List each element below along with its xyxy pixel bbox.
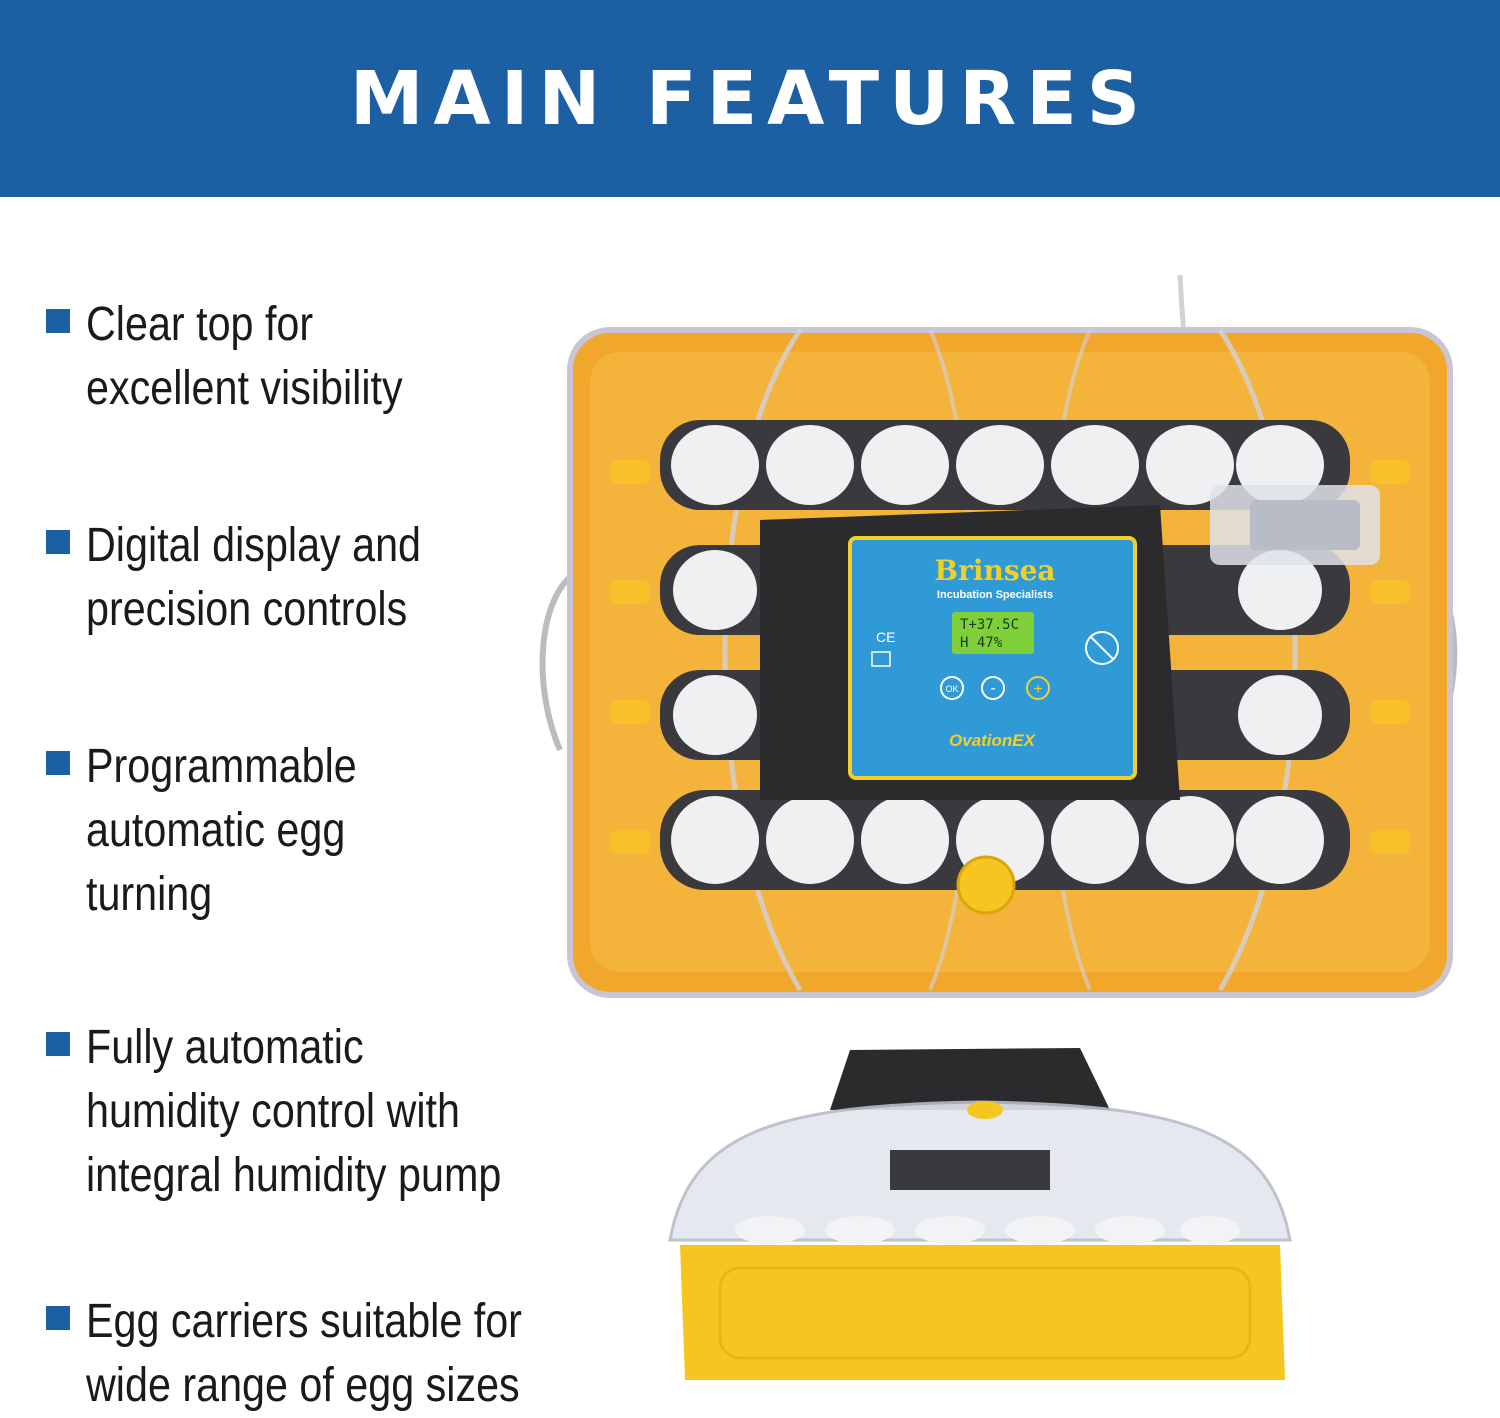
lcd-line-1: T+37.5C xyxy=(960,617,1019,633)
feature-line: Programmable xyxy=(86,740,357,793)
feature-item-clear-top: Clear top for excellent visibility xyxy=(46,293,454,421)
lcd-display xyxy=(952,612,1034,654)
incubator-base xyxy=(680,1245,1285,1380)
feature-line: automatic egg xyxy=(86,804,346,857)
feature-line: excellent visibility xyxy=(86,362,403,415)
minus-button-label: - xyxy=(990,680,995,697)
feature-line: Egg carriers suitable for xyxy=(86,1295,522,1348)
feature-line: wide range of egg sizes xyxy=(86,1359,520,1412)
feature-item-egg-turning: Programmable automatic egg turning xyxy=(46,735,401,927)
no-water-icon xyxy=(1085,631,1119,665)
feature-line: Digital display and xyxy=(86,519,422,572)
feature-item-humidity: Fully automatic humidity control with in… xyxy=(46,1016,569,1208)
feature-line: humidity control with xyxy=(86,1085,460,1138)
feature-line: turning xyxy=(86,868,213,921)
feature-item-digital-display: Digital display and precision controls xyxy=(46,514,476,642)
bullet-icon xyxy=(46,1306,70,1330)
feature-line: Fully automatic xyxy=(86,1021,364,1074)
egg-carrier-row xyxy=(660,790,1350,890)
ce-mark-icon: CE xyxy=(876,629,895,645)
manual-icon xyxy=(871,651,891,667)
brand-logo: Brinsea xyxy=(934,554,1055,587)
bullet-icon xyxy=(46,309,70,333)
lcd-line-2: H 47% xyxy=(960,635,1003,651)
header-banner: MAIN FEATURES xyxy=(0,0,1500,197)
feature-line: integral humidity pump xyxy=(86,1149,502,1202)
bullet-icon xyxy=(46,530,70,554)
incubator-top-view: Brinsea Incubation Specialists T+37.5C H… xyxy=(539,274,1458,998)
feature-item-egg-carriers: Egg carriers suitable for wide range of … xyxy=(46,1290,593,1418)
model-logo: OvationEX xyxy=(949,731,1037,750)
plus-button[interactable] xyxy=(1026,676,1050,700)
ok-button-label: OK xyxy=(945,684,958,694)
minus-button[interactable] xyxy=(981,676,1005,700)
vent-knob[interactable] xyxy=(956,855,1016,915)
vent-knob-side xyxy=(967,1101,1003,1119)
feature-list: Clear top for excellent visibility Digit… xyxy=(0,0,640,1414)
feature-line: precision controls xyxy=(86,583,408,636)
plus-button-label: + xyxy=(1033,681,1042,698)
control-panel xyxy=(848,536,1137,780)
control-unit-side xyxy=(830,1048,1110,1110)
page-title: MAIN FEATURES xyxy=(349,55,1151,142)
feature-line: Clear top for xyxy=(86,298,314,351)
incubator-side-view xyxy=(668,1048,1292,1380)
bullet-icon xyxy=(46,1032,70,1056)
ok-button[interactable] xyxy=(940,676,964,700)
brand-tagline: Incubation Specialists xyxy=(937,589,1053,601)
bullet-icon xyxy=(46,751,70,775)
